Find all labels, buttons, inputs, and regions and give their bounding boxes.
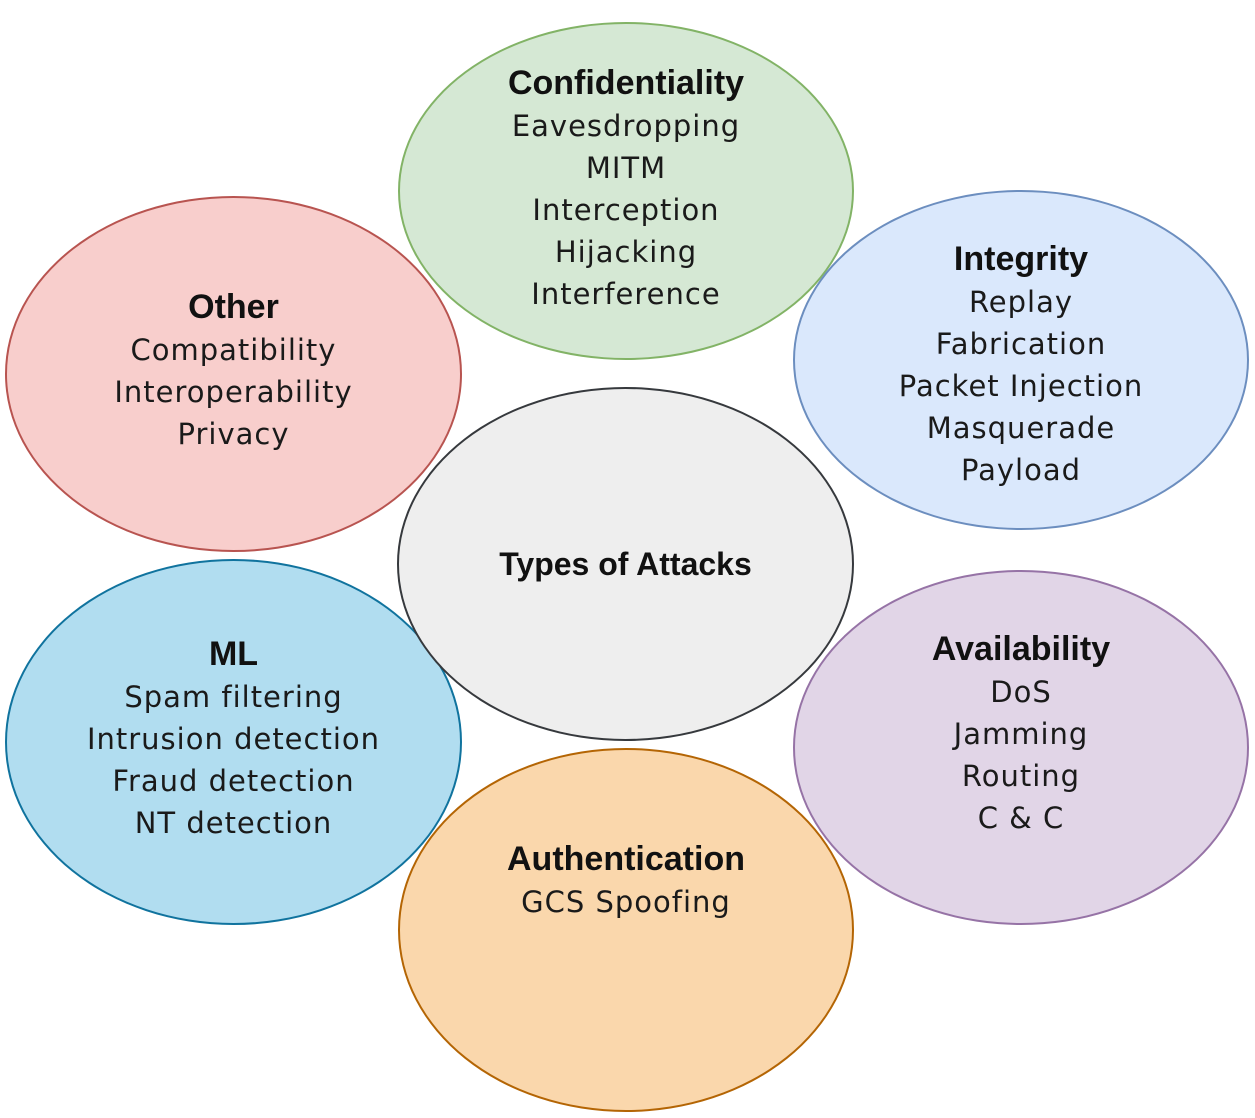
- confidentiality-attack-list: Eavesdropping MITM Interception Hijackin…: [508, 105, 744, 315]
- ml-attack-item: Intrusion detection: [86, 722, 381, 756]
- integrity-bubble: Integrity Replay Fabrication Packet Inje…: [793, 190, 1249, 530]
- availability-attack-item: Jamming: [953, 716, 1089, 751]
- other-bubble: Other Compatibility Interoperability Pri…: [5, 196, 462, 552]
- ml-attack-item: Fraud detection: [112, 764, 355, 798]
- integrity-attack-item: Packet Injection: [898, 369, 1144, 403]
- other-attack-list: Compatibility Interoperability Privacy: [114, 329, 352, 455]
- confidentiality-attack-item: Interception: [532, 193, 720, 227]
- integrity-attack-list: Replay Fabrication Packet Injection Masq…: [899, 281, 1143, 491]
- confidentiality-attack-item: MITM: [585, 151, 667, 185]
- integrity-title: Integrity: [953, 240, 1089, 278]
- availability-attack-list: DoS Jamming Routing C & C: [932, 671, 1110, 839]
- other-title: Other: [188, 288, 279, 326]
- availability-attack-item: C & C: [977, 800, 1065, 835]
- integrity-attack-item: Replay: [968, 285, 1074, 319]
- integrity-attack-item: Payload: [960, 453, 1082, 487]
- other-attack-item: Compatibility: [130, 333, 337, 367]
- integrity-attack-item: Fabrication: [935, 327, 1107, 361]
- ml-attack-item: Spam filtering: [124, 680, 343, 714]
- center-title: Types of Attacks: [499, 546, 752, 582]
- confidentiality-bubble: Confidentiality Eavesdropping MITM Inter…: [398, 22, 854, 360]
- other-attack-item: Interoperability: [114, 375, 353, 409]
- availability-title: Availability: [931, 629, 1111, 668]
- authentication-title: Authentication: [507, 840, 745, 878]
- availability-bubble: Availability DoS Jamming Routing C & C: [793, 570, 1249, 925]
- center-bubble: Types of Attacks: [397, 387, 854, 741]
- authentication-attack-list: GCS Spoofing: [507, 881, 745, 923]
- other-attack-item: Privacy: [177, 417, 290, 451]
- availability-attack-item: Routing: [961, 758, 1081, 793]
- authentication-attack-item: GCS Spoofing: [521, 885, 731, 919]
- integrity-attack-item: Masquerade: [926, 411, 1116, 445]
- ml-title: ML: [208, 635, 259, 673]
- ml-attack-list: Spam filtering Intrusion detection Fraud…: [87, 676, 380, 844]
- authentication-bubble: Authentication GCS Spoofing: [398, 748, 854, 1112]
- confidentiality-attack-item: Eavesdropping: [511, 109, 741, 143]
- confidentiality-attack-item: Interference: [531, 277, 721, 311]
- confidentiality-title: Confidentiality: [507, 64, 745, 102]
- confidentiality-attack-item: Hijacking: [554, 235, 698, 269]
- ml-bubble: ML Spam filtering Intrusion detection Fr…: [5, 559, 462, 925]
- ml-attack-item: NT detection: [134, 806, 333, 840]
- availability-attack-item: DoS: [990, 674, 1052, 709]
